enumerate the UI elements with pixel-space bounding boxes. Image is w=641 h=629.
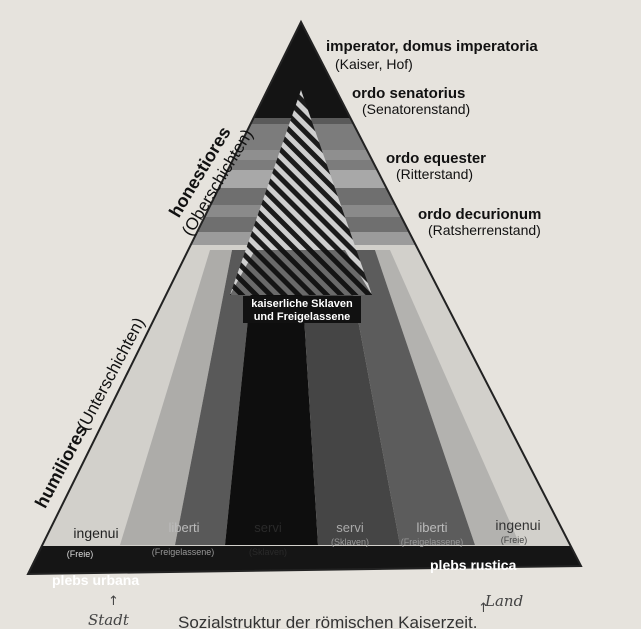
apex-emperor	[240, 22, 360, 118]
column-servi-left	[225, 250, 318, 545]
base-right-label: plebs rustica	[430, 557, 517, 573]
column-liberti-right	[345, 250, 475, 545]
tier-senatorius-latin: ordo senatorius	[352, 85, 465, 102]
caption: Sozialstruktur der römischen Kaiserzeit.	[178, 613, 478, 629]
column-ingenui-right-sub: (Freie)	[501, 535, 528, 545]
column-ingenui-left-main: ingenui	[73, 525, 118, 541]
column-liberti-right-main: liberti	[416, 520, 447, 535]
handwritten-arrow-right: ↑	[478, 601, 489, 616]
imperial-household-hatch	[230, 90, 372, 295]
handwritten-left: Stadt	[88, 611, 130, 629]
center-box	[243, 296, 361, 323]
handwritten-arrow-left: ↑	[108, 594, 119, 609]
base-left-label: plebs urbana	[52, 572, 139, 588]
tier-imperator-latin: imperator, domus imperatoria	[326, 38, 538, 55]
pyramid-outline	[26, 19, 583, 576]
column-servi-right-sub: (Sklaven)	[331, 537, 369, 547]
column-liberti-left	[175, 250, 255, 545]
column-servi-left-sub: (Sklaven)	[249, 547, 287, 557]
column-servi-right-main: servi	[336, 520, 364, 535]
tier-imperator-german: (Kaiser, Hof)	[335, 56, 413, 72]
column-liberti-left-main: liberti	[168, 520, 199, 535]
imperial-household-hatch-lower	[230, 250, 372, 295]
column-servi-left-main: servi	[254, 520, 282, 535]
tier-decurionum-latin: ordo decurionum	[418, 206, 541, 223]
column-ingenui-left-shade	[120, 250, 232, 545]
center-box-line2: und Freigelassene	[254, 311, 351, 323]
column-ingenui-right-shade	[375, 250, 520, 545]
column-servi-right	[300, 250, 400, 545]
center-box-line1: kaiserliche Sklaven	[251, 298, 353, 310]
tier-equester-german: (Ritterstand)	[396, 166, 473, 182]
column-ingenui-right-main: ingenui	[495, 517, 540, 533]
column-liberti-right-sub: (Freigelassene)	[401, 537, 464, 547]
column-liberti-left-sub: (Freigelassene)	[152, 547, 215, 557]
column-ingenui-left-sub: (Freie)	[67, 549, 94, 559]
tier-decurionum-german: (Ratsherrenstand)	[428, 222, 541, 238]
handwritten-right: Land	[484, 592, 523, 610]
tier-equester-latin: ordo equester	[386, 150, 486, 167]
tier-senatorius-german: (Senatorenstand)	[362, 101, 470, 117]
